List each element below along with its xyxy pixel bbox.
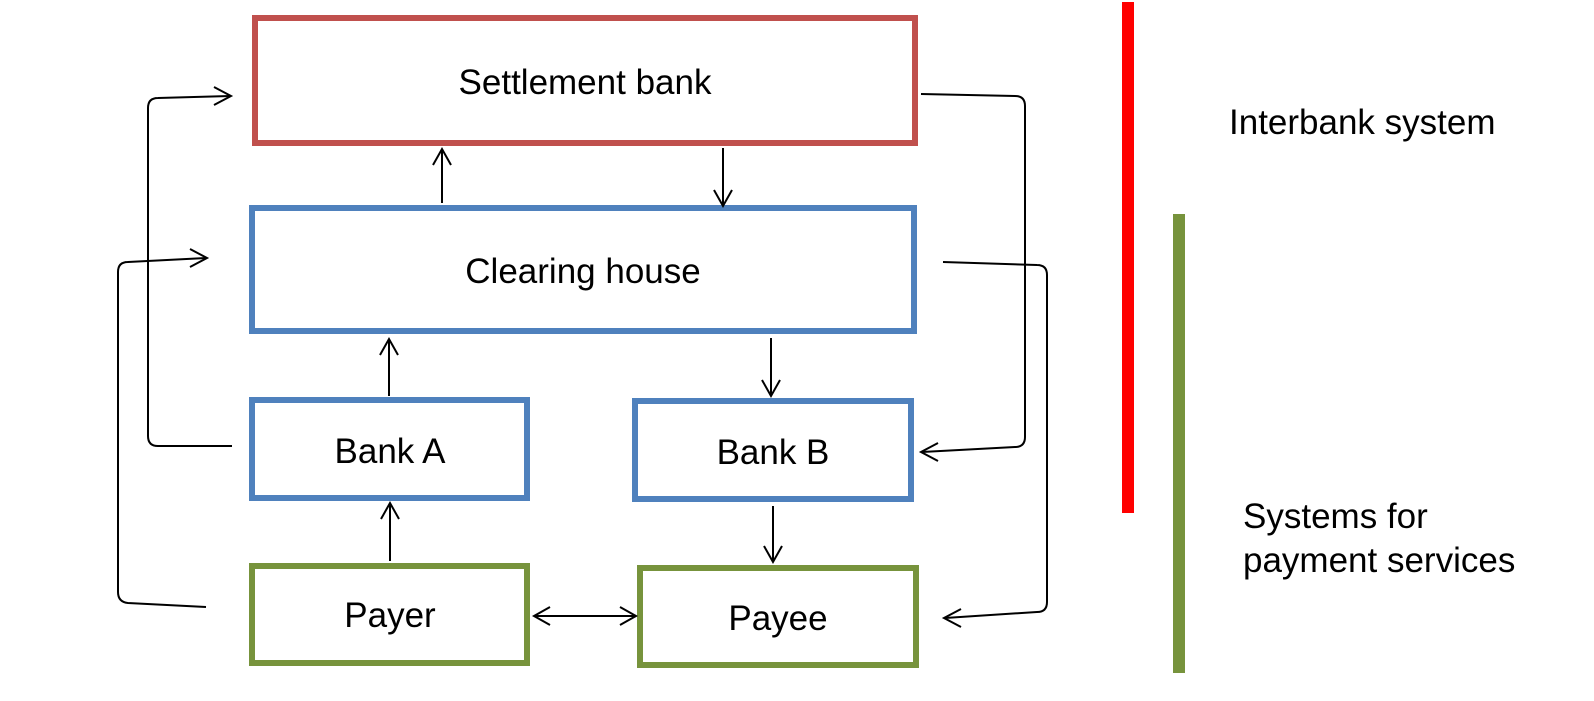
edge-line <box>942 261 1048 619</box>
edge-clearing-house-to-payee <box>941 261 1048 628</box>
arrowhead-icon <box>918 442 939 462</box>
payee-label: Payee <box>728 599 827 638</box>
clearing-house-label: Clearing house <box>465 252 700 291</box>
edge-payer-to-clearing-house <box>117 248 210 608</box>
payee-box <box>637 565 919 668</box>
bank-a-box <box>249 397 530 501</box>
payer-box <box>249 563 530 666</box>
settlement-bank-label: Settlement bank <box>459 63 712 102</box>
settlement-bank-box <box>252 15 918 146</box>
payer-label: Payer <box>344 596 436 635</box>
bank-b-label: Bank B <box>717 433 830 472</box>
interbank-system-label: Interbank system <box>1229 103 1496 142</box>
edge-settlement-bank-to-bank-b <box>918 93 1026 462</box>
edge-payer-payee-bidirectional <box>531 606 639 626</box>
arrowhead-icon <box>941 608 962 628</box>
node-bank-a: Bank A <box>249 397 530 501</box>
bank-b-box <box>632 398 914 502</box>
payment-services-bar <box>1173 214 1185 673</box>
edge-clearing-house-to-bank-b <box>761 338 781 399</box>
arrowhead-icon <box>380 500 400 520</box>
arrowhead-right-icon <box>619 606 639 626</box>
node-bank-b: Bank B <box>632 398 914 502</box>
edge-clearing-house-to-settlement-bank <box>432 146 452 203</box>
payment-services-label-line1: Systems for <box>1243 497 1428 536</box>
edge-bank-a-to-clearing-house <box>379 336 399 396</box>
payment-services-label-line2: payment services <box>1243 541 1515 580</box>
arrowhead-icon <box>713 189 733 209</box>
arrowhead-icon <box>189 248 210 268</box>
edge-payer-to-bank-a <box>380 500 400 561</box>
clearing-house-box <box>249 205 917 334</box>
node-payee: Payee <box>637 565 919 668</box>
edge-line <box>920 93 1026 453</box>
node-settlement-bank: Settlement bank <box>252 15 918 146</box>
arrowhead-icon <box>432 146 452 166</box>
arrowhead-icon <box>379 336 399 356</box>
edge-settlement-bank-to-clearing-house <box>713 148 733 209</box>
arrowhead-icon <box>763 545 783 565</box>
node-clearing-house: Clearing house <box>249 205 917 334</box>
node-payer: Payer <box>249 563 530 666</box>
edge-bank-b-to-payee <box>763 506 783 565</box>
interbank-system-bar <box>1122 2 1134 513</box>
edge-line <box>147 95 232 447</box>
edge-line <box>117 257 207 608</box>
arrowhead-left-icon <box>531 606 551 626</box>
arrowhead-icon <box>761 379 781 399</box>
bank-a-label: Bank A <box>335 432 447 471</box>
edge-bank-a-to-settlement-bank <box>147 86 234 447</box>
arrowhead-icon <box>213 86 234 106</box>
